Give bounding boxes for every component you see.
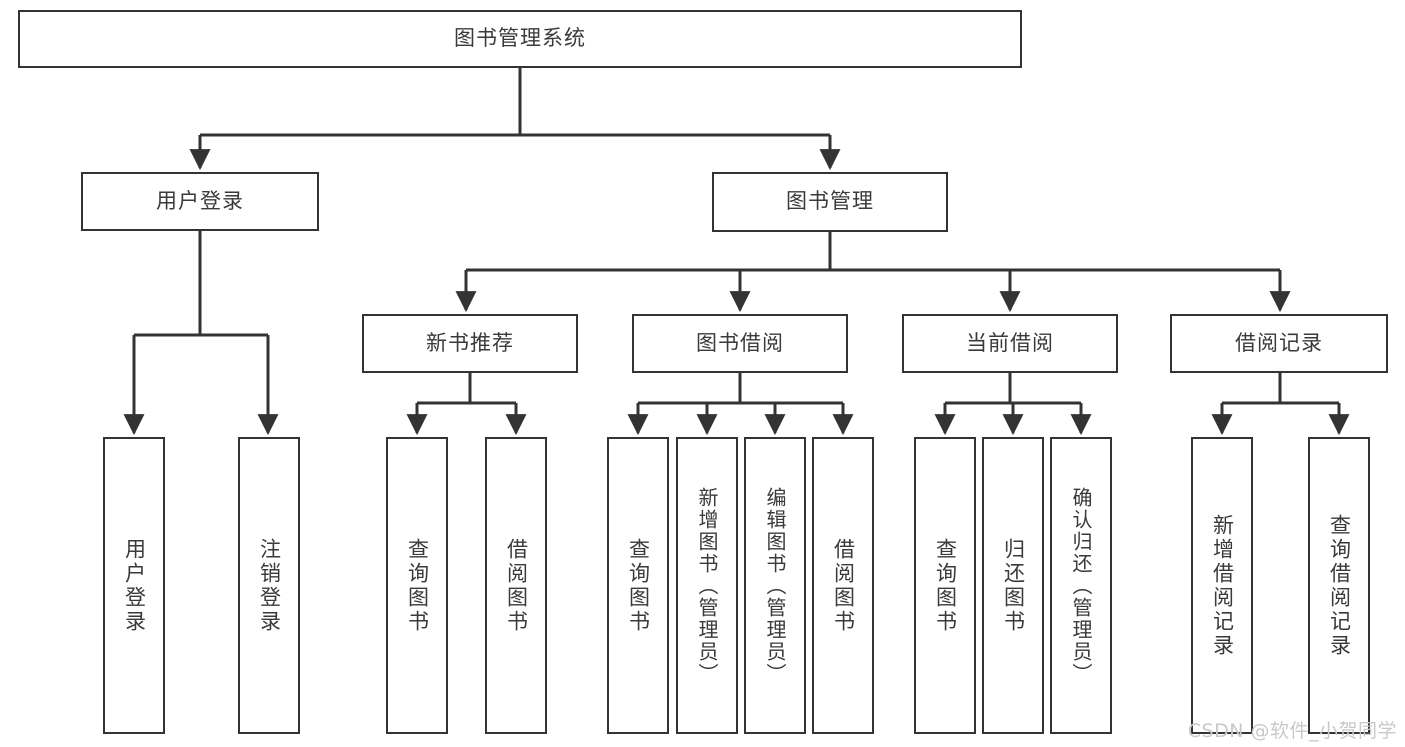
node-borrow-record-label: 借阅记录 xyxy=(1235,330,1323,355)
leaf-borrow-add-book-label: 新增图书（管理员） xyxy=(695,486,719,685)
leaf-current-query-label: 查询图书 xyxy=(933,537,958,634)
node-borrow-record[interactable]: 借阅记录 xyxy=(1170,314,1388,373)
node-user-login-label: 用户登录 xyxy=(156,188,244,213)
leaf-record-query-label: 查询借阅记录 xyxy=(1327,513,1352,658)
node-book-management[interactable]: 图书管理 xyxy=(712,172,948,232)
leaf-user-login-logout-label: 注销登录 xyxy=(257,537,282,634)
leaf-record-add-label: 新增借阅记录 xyxy=(1210,513,1235,658)
leaf-record-add[interactable]: 新增借阅记录 xyxy=(1191,437,1253,734)
leaf-new-book-borrow-label: 借阅图书 xyxy=(504,537,529,634)
leaf-current-return-label: 归还图书 xyxy=(1001,537,1026,634)
node-new-book-recommend[interactable]: 新书推荐 xyxy=(362,314,578,373)
node-root-label: 图书管理系统 xyxy=(454,26,586,51)
leaf-record-query[interactable]: 查询借阅记录 xyxy=(1308,437,1370,734)
leaf-borrow-borrow-book[interactable]: 借阅图书 xyxy=(812,437,874,734)
leaf-borrow-borrow-book-label: 借阅图书 xyxy=(831,537,856,634)
leaf-borrow-query[interactable]: 查询图书 xyxy=(607,437,669,734)
node-current-borrow[interactable]: 当前借阅 xyxy=(902,314,1118,373)
leaf-current-query[interactable]: 查询图书 xyxy=(914,437,976,734)
node-current-borrow-label: 当前借阅 xyxy=(966,330,1054,355)
leaf-current-return[interactable]: 归还图书 xyxy=(982,437,1044,734)
leaf-user-login-login-label: 用户登录 xyxy=(122,537,147,634)
node-book-management-label: 图书管理 xyxy=(786,189,874,214)
node-book-borrow[interactable]: 图书借阅 xyxy=(632,314,848,373)
node-new-book-recommend-label: 新书推荐 xyxy=(426,330,514,355)
node-book-borrow-label: 图书借阅 xyxy=(696,330,784,355)
leaf-borrow-add-book[interactable]: 新增图书（管理员） xyxy=(676,437,738,734)
watermark-text: CSDN @软件_小贺同学 xyxy=(1187,720,1397,742)
leaf-new-book-borrow[interactable]: 借阅图书 xyxy=(485,437,547,734)
leaf-new-book-query-label: 查询图书 xyxy=(405,537,430,634)
node-user-login[interactable]: 用户登录 xyxy=(81,172,319,231)
leaf-user-login-logout[interactable]: 注销登录 xyxy=(238,437,300,734)
leaf-user-login-login[interactable]: 用户登录 xyxy=(103,437,165,734)
leaf-borrow-query-label: 查询图书 xyxy=(626,537,651,634)
leaf-borrow-edit-book-label: 编辑图书（管理员） xyxy=(763,486,787,685)
leaf-current-confirm-return[interactable]: 确认归还（管理员） xyxy=(1050,437,1112,734)
leaf-new-book-query[interactable]: 查询图书 xyxy=(386,437,448,734)
leaf-current-confirm-return-label: 确认归还（管理员） xyxy=(1069,486,1093,685)
node-root[interactable]: 图书管理系统 xyxy=(18,10,1022,68)
leaf-borrow-edit-book[interactable]: 编辑图书（管理员） xyxy=(744,437,806,734)
